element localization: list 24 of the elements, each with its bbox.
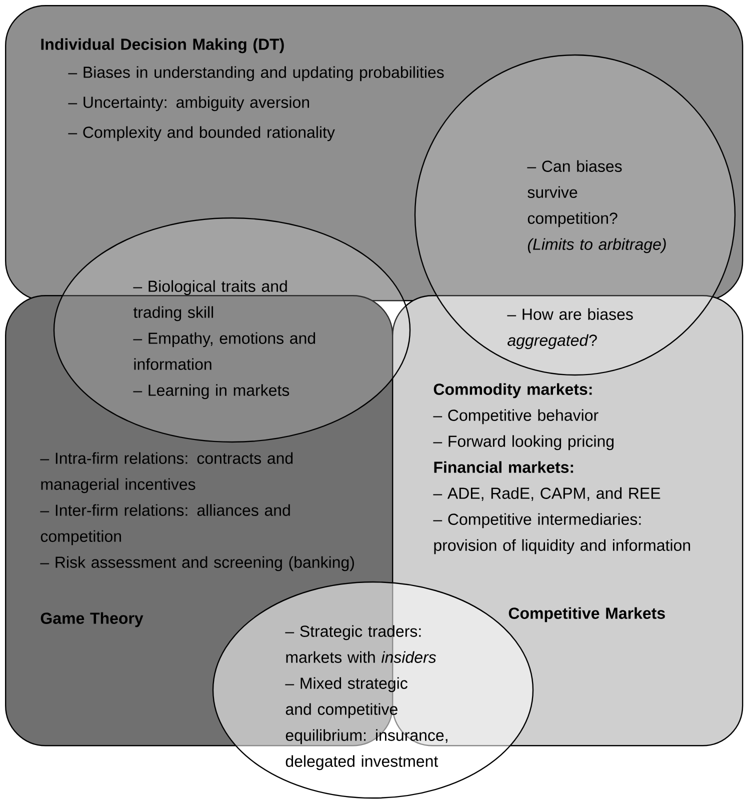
heading: Game Theory bbox=[40, 612, 144, 628]
bullet-text: – Learning in markets bbox=[133, 384, 290, 400]
bullet-text: – Competitive intermediaries: provision of liquidity and information bbox=[433, 513, 690, 554]
overlap-ellipse bbox=[53, 217, 411, 443]
bullet-text: – Competitive behavior bbox=[433, 409, 598, 424]
bullet-text: – Biases in understanding and updating probabilities bbox=[68, 66, 444, 82]
bullet-text: – Uncertainty: ambiguity aversion bbox=[68, 96, 309, 112]
bullet-text: – Can biases survive competition? (Limits to arbitrage) bbox=[527, 160, 666, 254]
bullet-text: – ADE, RadE, CAPM, and REE bbox=[433, 487, 660, 501]
bullet-text: – Risk assessment and screening (banking) bbox=[40, 556, 354, 572]
region-box bbox=[5, 5, 744, 302]
bullet-text: – Mixed strategic and competitive equilibrium: insurance, delegated investment bbox=[285, 677, 448, 770]
bullet-text: – Complexity and bounded rationality bbox=[68, 126, 335, 142]
heading: Competitive Markets bbox=[508, 607, 665, 622]
bullet-text: – Intra-firm relations: contracts and managerial incentives bbox=[40, 452, 293, 494]
bullet-text: – Strategic traders: markets with insiders bbox=[285, 625, 436, 663]
bullet-text: – How are biases aggregated? bbox=[507, 308, 633, 350]
bullet-text: – Empathy, emotions and information bbox=[133, 332, 316, 370]
bullet-text: – Biological traits and trading skill bbox=[133, 280, 287, 322]
subheading: Commodity markets: bbox=[434, 383, 592, 398]
bullet-text: – Forward looking pricing bbox=[433, 435, 614, 450]
heading: Individual Decision Making (DT) bbox=[41, 38, 284, 54]
subheading: Financial markets: bbox=[434, 461, 574, 473]
bullet-text: – Inter-firm relations: alliances and competition bbox=[40, 504, 290, 546]
